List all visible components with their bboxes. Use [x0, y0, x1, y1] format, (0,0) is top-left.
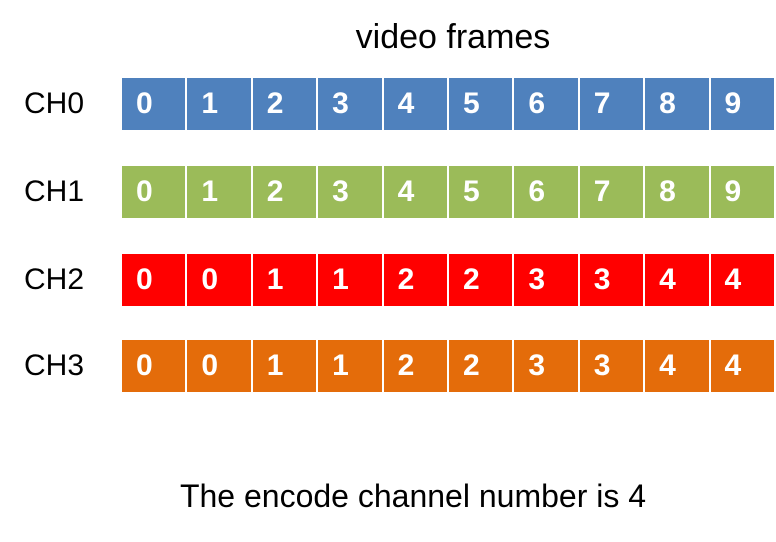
frame-cell: 1	[252, 254, 317, 306]
frame-cell: 8	[645, 166, 709, 218]
frame-cell: 1	[318, 340, 382, 392]
frame-cell: 2	[383, 254, 447, 306]
frame-cell: 7	[579, 78, 644, 130]
channel-label: CH3	[24, 349, 85, 382]
frame-cell: 8	[645, 78, 709, 130]
frame-cell: 3	[514, 254, 578, 306]
frame-cell: 0	[122, 166, 186, 218]
frame-cell: 2	[252, 166, 317, 218]
frame-cell: 1	[252, 340, 317, 392]
frame-cell: 0	[122, 78, 186, 130]
frame-cell: 4	[645, 340, 709, 392]
channel-label: CH2	[24, 263, 85, 296]
frame-cell: 3	[579, 254, 644, 306]
frame-cell: 4	[710, 254, 774, 306]
footer-caption: The encode channel number is 4	[179, 478, 647, 514]
frame-cell: 0	[187, 340, 251, 392]
frame-cell: 4	[383, 166, 447, 218]
frame-cell: 9	[710, 166, 774, 218]
frame-cell: 4	[710, 340, 774, 392]
frame-cell: 1	[187, 166, 251, 218]
frame-cell: 0	[122, 340, 186, 392]
frame-cell: 3	[318, 78, 382, 130]
diagram-title: video frames	[355, 18, 551, 56]
frame-cell: 3	[514, 340, 578, 392]
frame-cell: 3	[579, 340, 644, 392]
frame-cell: 0	[122, 254, 186, 306]
frame-cell: 4	[645, 254, 709, 306]
frame-cell: 2	[252, 78, 317, 130]
channel-label: CH1	[24, 175, 85, 208]
frame-cell: 6	[514, 78, 578, 130]
frame-cell: 2	[448, 340, 513, 392]
frame-cell: 5	[448, 166, 513, 218]
frame-cell: 1	[187, 78, 251, 130]
frame-cell: 3	[318, 166, 382, 218]
frame-cell: 0	[187, 254, 251, 306]
frame-cell: 2	[448, 254, 513, 306]
frame-cell: 7	[579, 166, 644, 218]
frame-cell: 6	[514, 166, 578, 218]
frame-cell: 2	[383, 340, 447, 392]
frame-cell: 9	[710, 78, 774, 130]
frame-cell: 5	[448, 78, 513, 130]
frame-cell: 4	[383, 78, 447, 130]
channel-label: CH0	[24, 87, 85, 120]
frame-cell: 1	[318, 254, 382, 306]
